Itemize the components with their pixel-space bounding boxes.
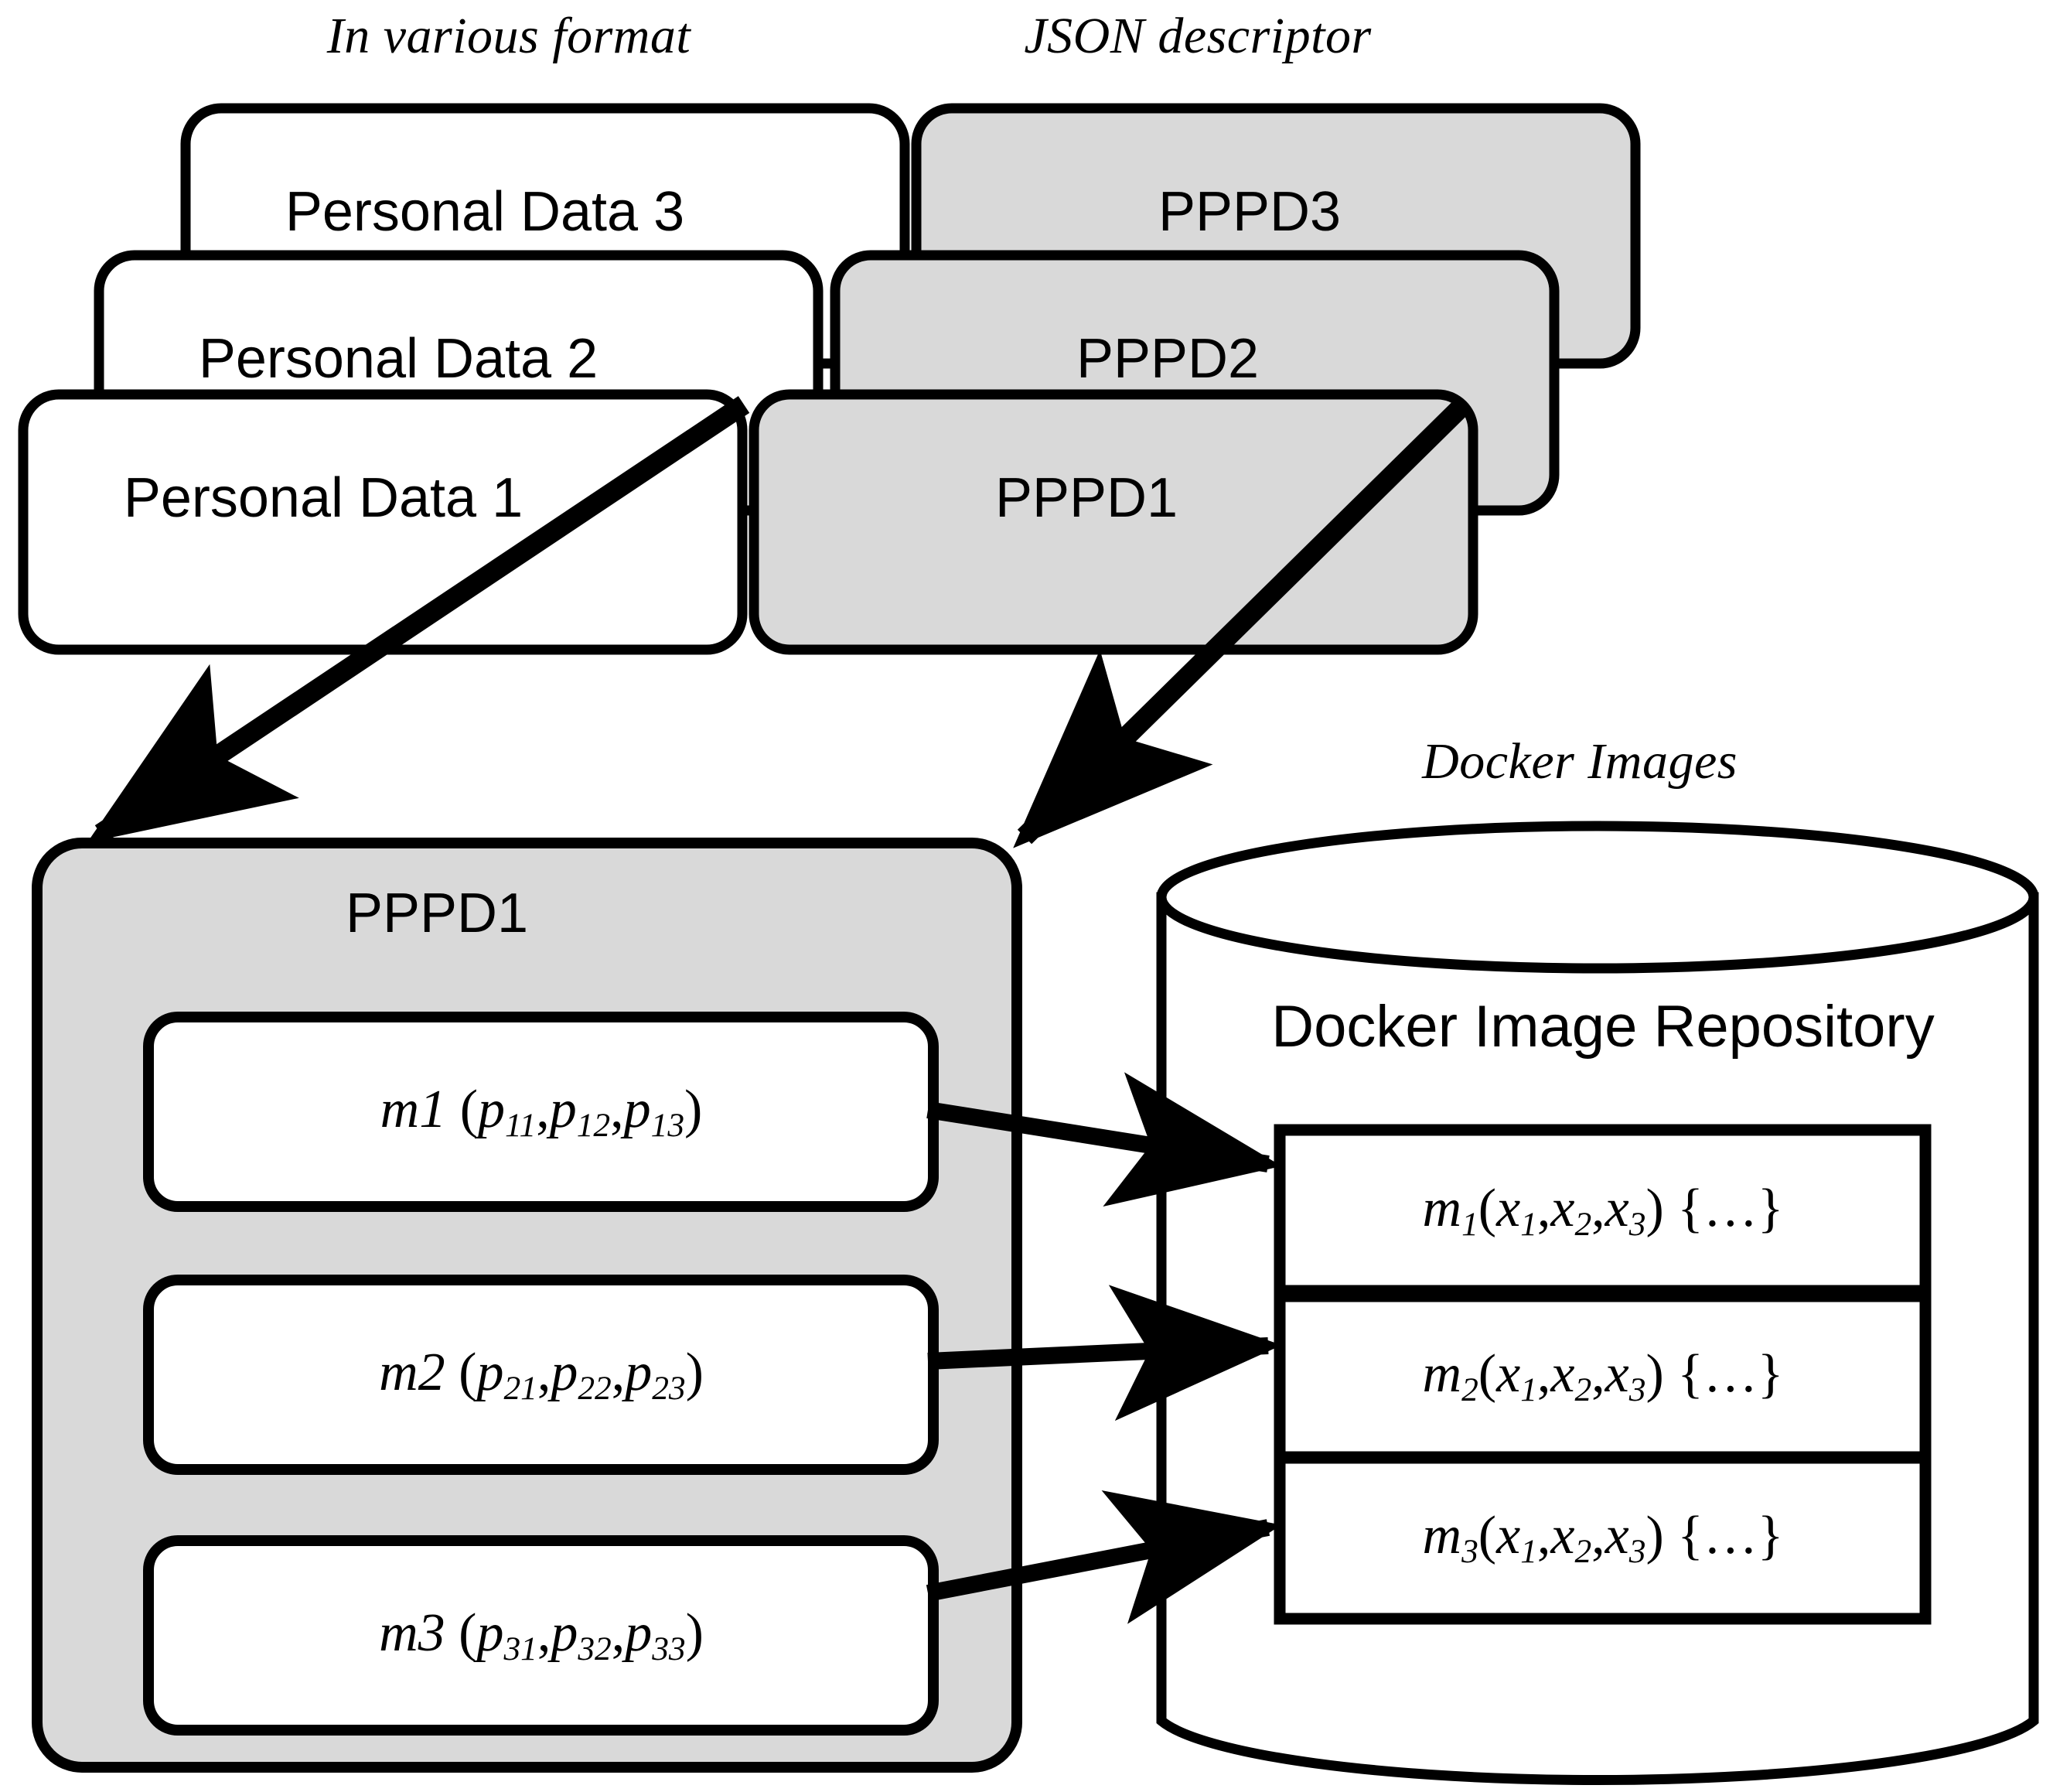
method-paren-close-m2: ) [685,1343,704,1402]
image-paren-close-2: ) [1645,1344,1678,1404]
image-paren-open-3: ( [1478,1506,1497,1565]
repository-image-label-2: m2(x1,x2,x3) {…} [1423,1347,1784,1408]
arrow-m3-to-image3 [926,1490,1282,1624]
arrow-pppd-to-repository [1013,397,1472,848]
image-name-1: m1 [1422,1179,1478,1244]
image-comma-2-2: , [1591,1344,1605,1404]
caption-docker-images: Docker Images [1422,733,1738,790]
method-label-m3: m3 (p31,p32,p33) [379,1606,704,1667]
image-arg-2-1: x2 [1550,1179,1592,1244]
method-param-3-m3: p33 [625,1603,686,1668]
method-comma-1-m3: , [537,1603,551,1663]
image-paren-close-1: ) [1645,1179,1678,1238]
pppd1-panel-header: PPPD1 [345,882,529,944]
repository-image-label-3: m3(x1,x2,x3) {…} [1423,1509,1784,1569]
method-param-3-m1: p13 [623,1080,685,1145]
image-arg-3-3: x3 [1605,1506,1646,1571]
method-paren-open-m2: ( [445,1343,477,1402]
personal-data-card-1-label: Personal Data 1 [123,467,523,529]
image-paren-open-1: ( [1478,1179,1497,1238]
method-param-2-m3: p32 [551,1603,612,1668]
method-box-m2[interactable] [143,1275,939,1475]
repository-image-box-1[interactable] [1274,1124,1932,1297]
image-arg-3-2: x3 [1605,1344,1646,1409]
method-paren-open-m3: ( [445,1603,477,1663]
method-paren-close-m3: ) [685,1603,704,1663]
method-label-m1: m1 (p11,p12,p13) [380,1083,703,1143]
caption-in-various-format: In various format [326,8,691,64]
method-box-m3[interactable] [143,1535,939,1736]
image-arg-2-3: x2 [1550,1506,1592,1571]
image-arg-1-1: x1 [1496,1179,1537,1244]
method-param-1-m2: p21 [476,1343,537,1408]
method-paren-close-m1: ) [684,1080,703,1139]
repository-cylinder-top [1156,821,2039,974]
method-comma-2-m2: , [611,1343,626,1402]
repository-image-label-1: m1(x1,x2,x3) {…} [1423,1182,1784,1242]
image-name-2: m2 [1422,1344,1478,1409]
method-param-3-m2: p23 [625,1343,686,1408]
method-paren-open-m1: ( [446,1080,479,1139]
image-comma-1-1: , [1536,1179,1551,1238]
caption-json-descriptor: JSON descriptor [1024,8,1372,64]
method-name-m3: m3 [379,1603,445,1663]
personal-data-card-3-label: Personal Data 3 [285,181,685,243]
method-comma-1-m2: , [537,1343,551,1402]
arrow-m2-to-image2 [927,1285,1282,1422]
image-comma-2-1: , [1591,1179,1605,1238]
method-label-m2: m2 (p21,p22,p23) [379,1346,704,1406]
image-paren-close-3: ) [1645,1506,1678,1565]
method-comma-2-m1: , [610,1080,624,1139]
pppd-card-1-label: PPPD1 [994,467,1178,529]
image-paren-open-2: ( [1478,1344,1497,1404]
image-arg-1-2: x1 [1496,1344,1537,1409]
image-body-2: {…} [1677,1344,1784,1404]
method-comma-2-m3: , [611,1603,626,1663]
method-param-1-m3: p31 [476,1603,537,1668]
image-arg-3-1: x3 [1605,1179,1646,1244]
arrow-m1-to-image1 [926,1072,1282,1207]
pppd-card-2-label: PPPD2 [1076,328,1260,390]
image-body-3: {…} [1677,1506,1784,1565]
image-name-3: m3 [1422,1506,1478,1571]
method-comma-1-m1: , [536,1080,550,1139]
method-name-m2: m2 [379,1343,445,1402]
method-param-2-m2: p22 [551,1343,612,1408]
method-param-2-m1: p12 [549,1080,611,1145]
repository-title: Docker Image Repository [1271,994,1935,1060]
image-comma-2-3: , [1591,1506,1605,1565]
image-arg-2-2: x2 [1550,1344,1592,1409]
method-param-1-m1: p11 [478,1080,537,1145]
pppd-card-3-label: PPPD3 [1158,181,1342,243]
image-comma-1-2: , [1536,1344,1551,1404]
arrow-personaldata-to-pppd-panel [87,396,750,843]
image-comma-1-3: , [1536,1506,1551,1565]
personal-data-card-2-label: Personal Data 2 [198,328,599,390]
image-body-1: {…} [1677,1179,1784,1238]
method-name-m1: m1 [380,1080,447,1139]
image-arg-1-3: x1 [1496,1506,1537,1571]
